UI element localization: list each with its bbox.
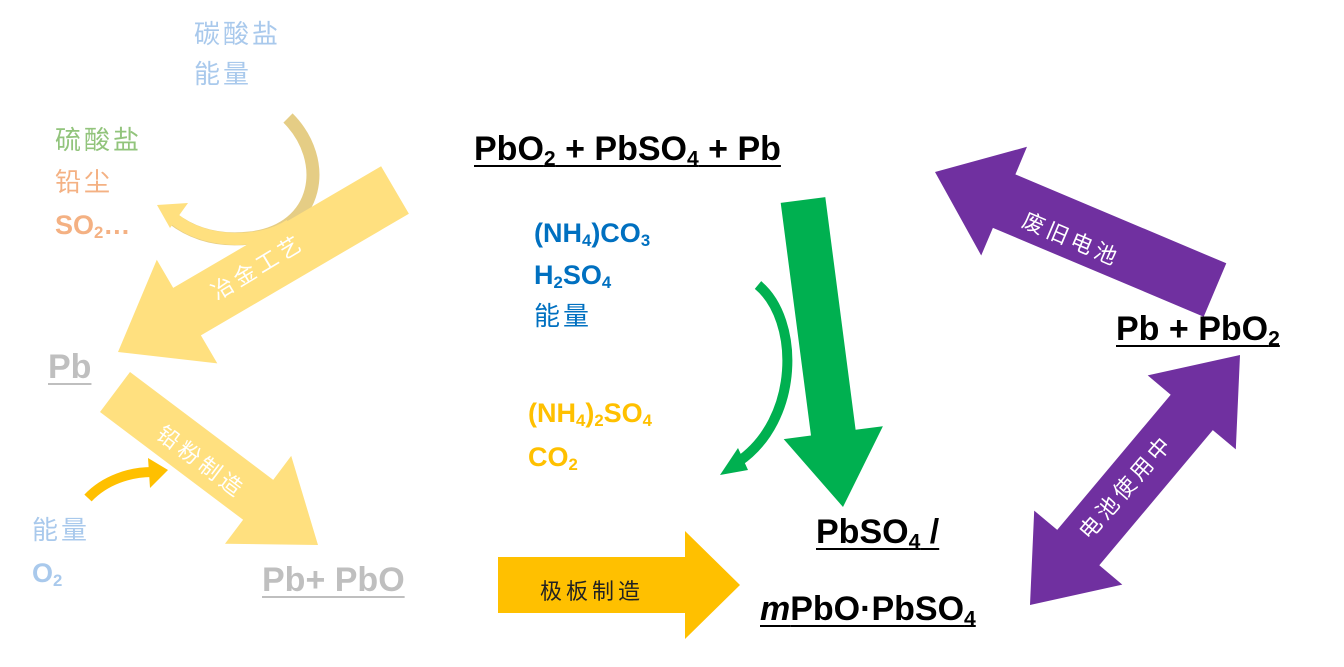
product-ammonium-sulfate: (NH4)2SO4 bbox=[528, 398, 652, 431]
reagent-curve-arrowhead bbox=[720, 448, 748, 475]
reagent-ammonium-carbonate: (NH4)CO3 bbox=[534, 218, 651, 251]
waste-battery-arrow bbox=[935, 146, 1227, 317]
byproduct-curve-arrowhead bbox=[157, 203, 188, 228]
energy-curve-arrowhead bbox=[148, 458, 168, 488]
o2-label: O2 bbox=[32, 558, 63, 591]
battery-use-arrow bbox=[1030, 355, 1240, 605]
lead-sulfate-formula: PbSO4 / bbox=[816, 513, 940, 554]
reagent-curve-arrow bbox=[735, 281, 793, 467]
energy-label-top: 能量 bbox=[194, 60, 253, 90]
powder-arrow bbox=[100, 372, 318, 545]
pb-pbo-label: Pb+ PbO bbox=[262, 561, 405, 599]
reagent-energy: 能量 bbox=[534, 302, 593, 332]
metallurgy-arrow bbox=[118, 166, 409, 364]
energy-curve-arrow bbox=[84, 467, 153, 502]
recovery-arrow bbox=[780, 197, 883, 507]
carbonate-label: 碳酸盐 bbox=[194, 20, 282, 50]
plate-arrow bbox=[498, 531, 740, 639]
battery-formula: Pb + PbO2 bbox=[1116, 310, 1280, 351]
energy-label-powder: 能量 bbox=[32, 516, 91, 546]
basic-lead-sulfate-formula: mPbO·PbSO4 bbox=[760, 590, 976, 631]
lead-dust-label: 铅尘 bbox=[55, 168, 114, 198]
reagent-sulfuric-acid: H2SO4 bbox=[534, 260, 612, 293]
plate-arrow-label: 极板制造 bbox=[540, 580, 645, 605]
sulfate-byproduct-label: 硫酸盐 bbox=[55, 126, 143, 156]
pb-label: Pb bbox=[48, 348, 92, 386]
waste-mix-formula: PbO2 + PbSO4 + Pb bbox=[474, 130, 781, 171]
so2-label: SO2… bbox=[55, 210, 131, 243]
product-co2: CO2 bbox=[528, 442, 578, 475]
